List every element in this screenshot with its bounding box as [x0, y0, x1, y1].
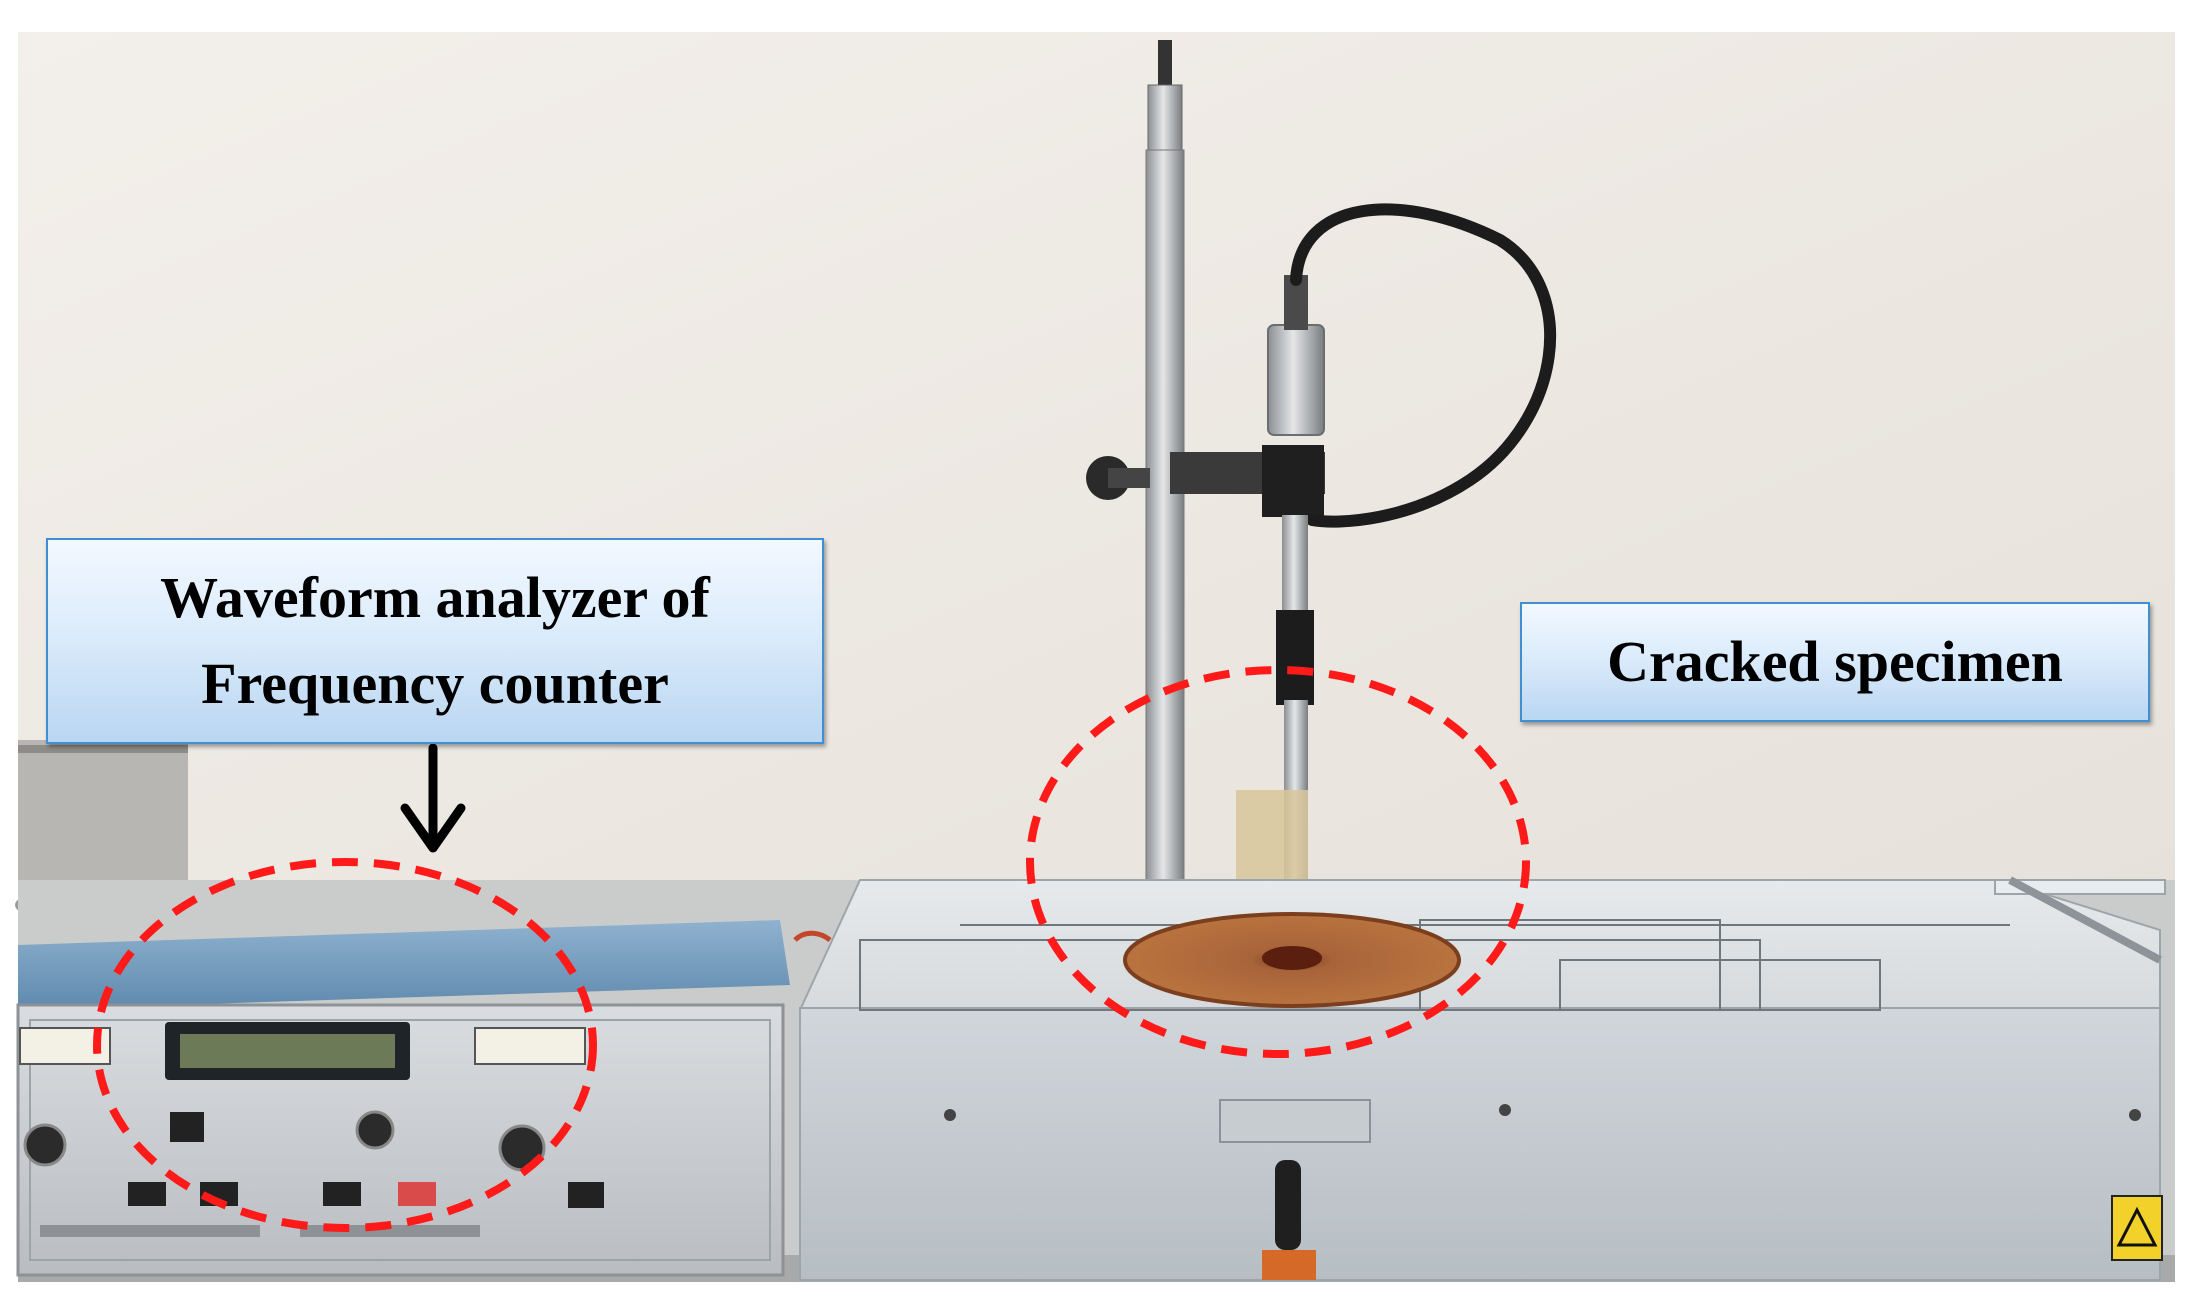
vibration-table — [798, 876, 2166, 1281]
rod-coupler — [1276, 610, 1314, 705]
knob-left — [23, 1123, 67, 1167]
button-4 — [398, 1182, 436, 1206]
lever-handle — [1275, 1160, 1301, 1250]
callout-specimen-label: Cracked specimen — [1607, 629, 2063, 694]
analyzer-highlight — [93, 858, 597, 1232]
crack-tape — [1236, 790, 1308, 880]
meter-gauge — [474, 1027, 586, 1065]
mode-switch — [170, 1112, 204, 1142]
stand-pole — [1145, 149, 1185, 891]
callout-waveform-analyzer: Waveform analyzer of Frequency counter — [46, 538, 824, 744]
button-5 — [568, 1182, 604, 1208]
warning-sign — [2111, 1195, 2163, 1261]
callout-cracked-specimen: Cracked specimen — [1520, 602, 2150, 722]
label-plate — [1219, 1099, 1371, 1143]
vibration-sensor — [1267, 324, 1325, 436]
power-cable — [793, 930, 832, 943]
clamp-block — [1262, 445, 1324, 517]
measurement-stand — [1086, 40, 1557, 960]
button-1 — [128, 1182, 166, 1206]
specimen-highlight — [1026, 666, 1530, 1058]
knob-center — [355, 1110, 395, 1150]
waveform-analyzer-device — [16, 920, 790, 1277]
sensor-cable — [1290, 203, 1557, 528]
left-shelf — [18, 740, 188, 890]
pointer-arrow — [400, 743, 466, 853]
button-3 — [323, 1182, 361, 1206]
callout-analyzer-label: Waveform analyzer of Frequency counter — [160, 565, 710, 716]
